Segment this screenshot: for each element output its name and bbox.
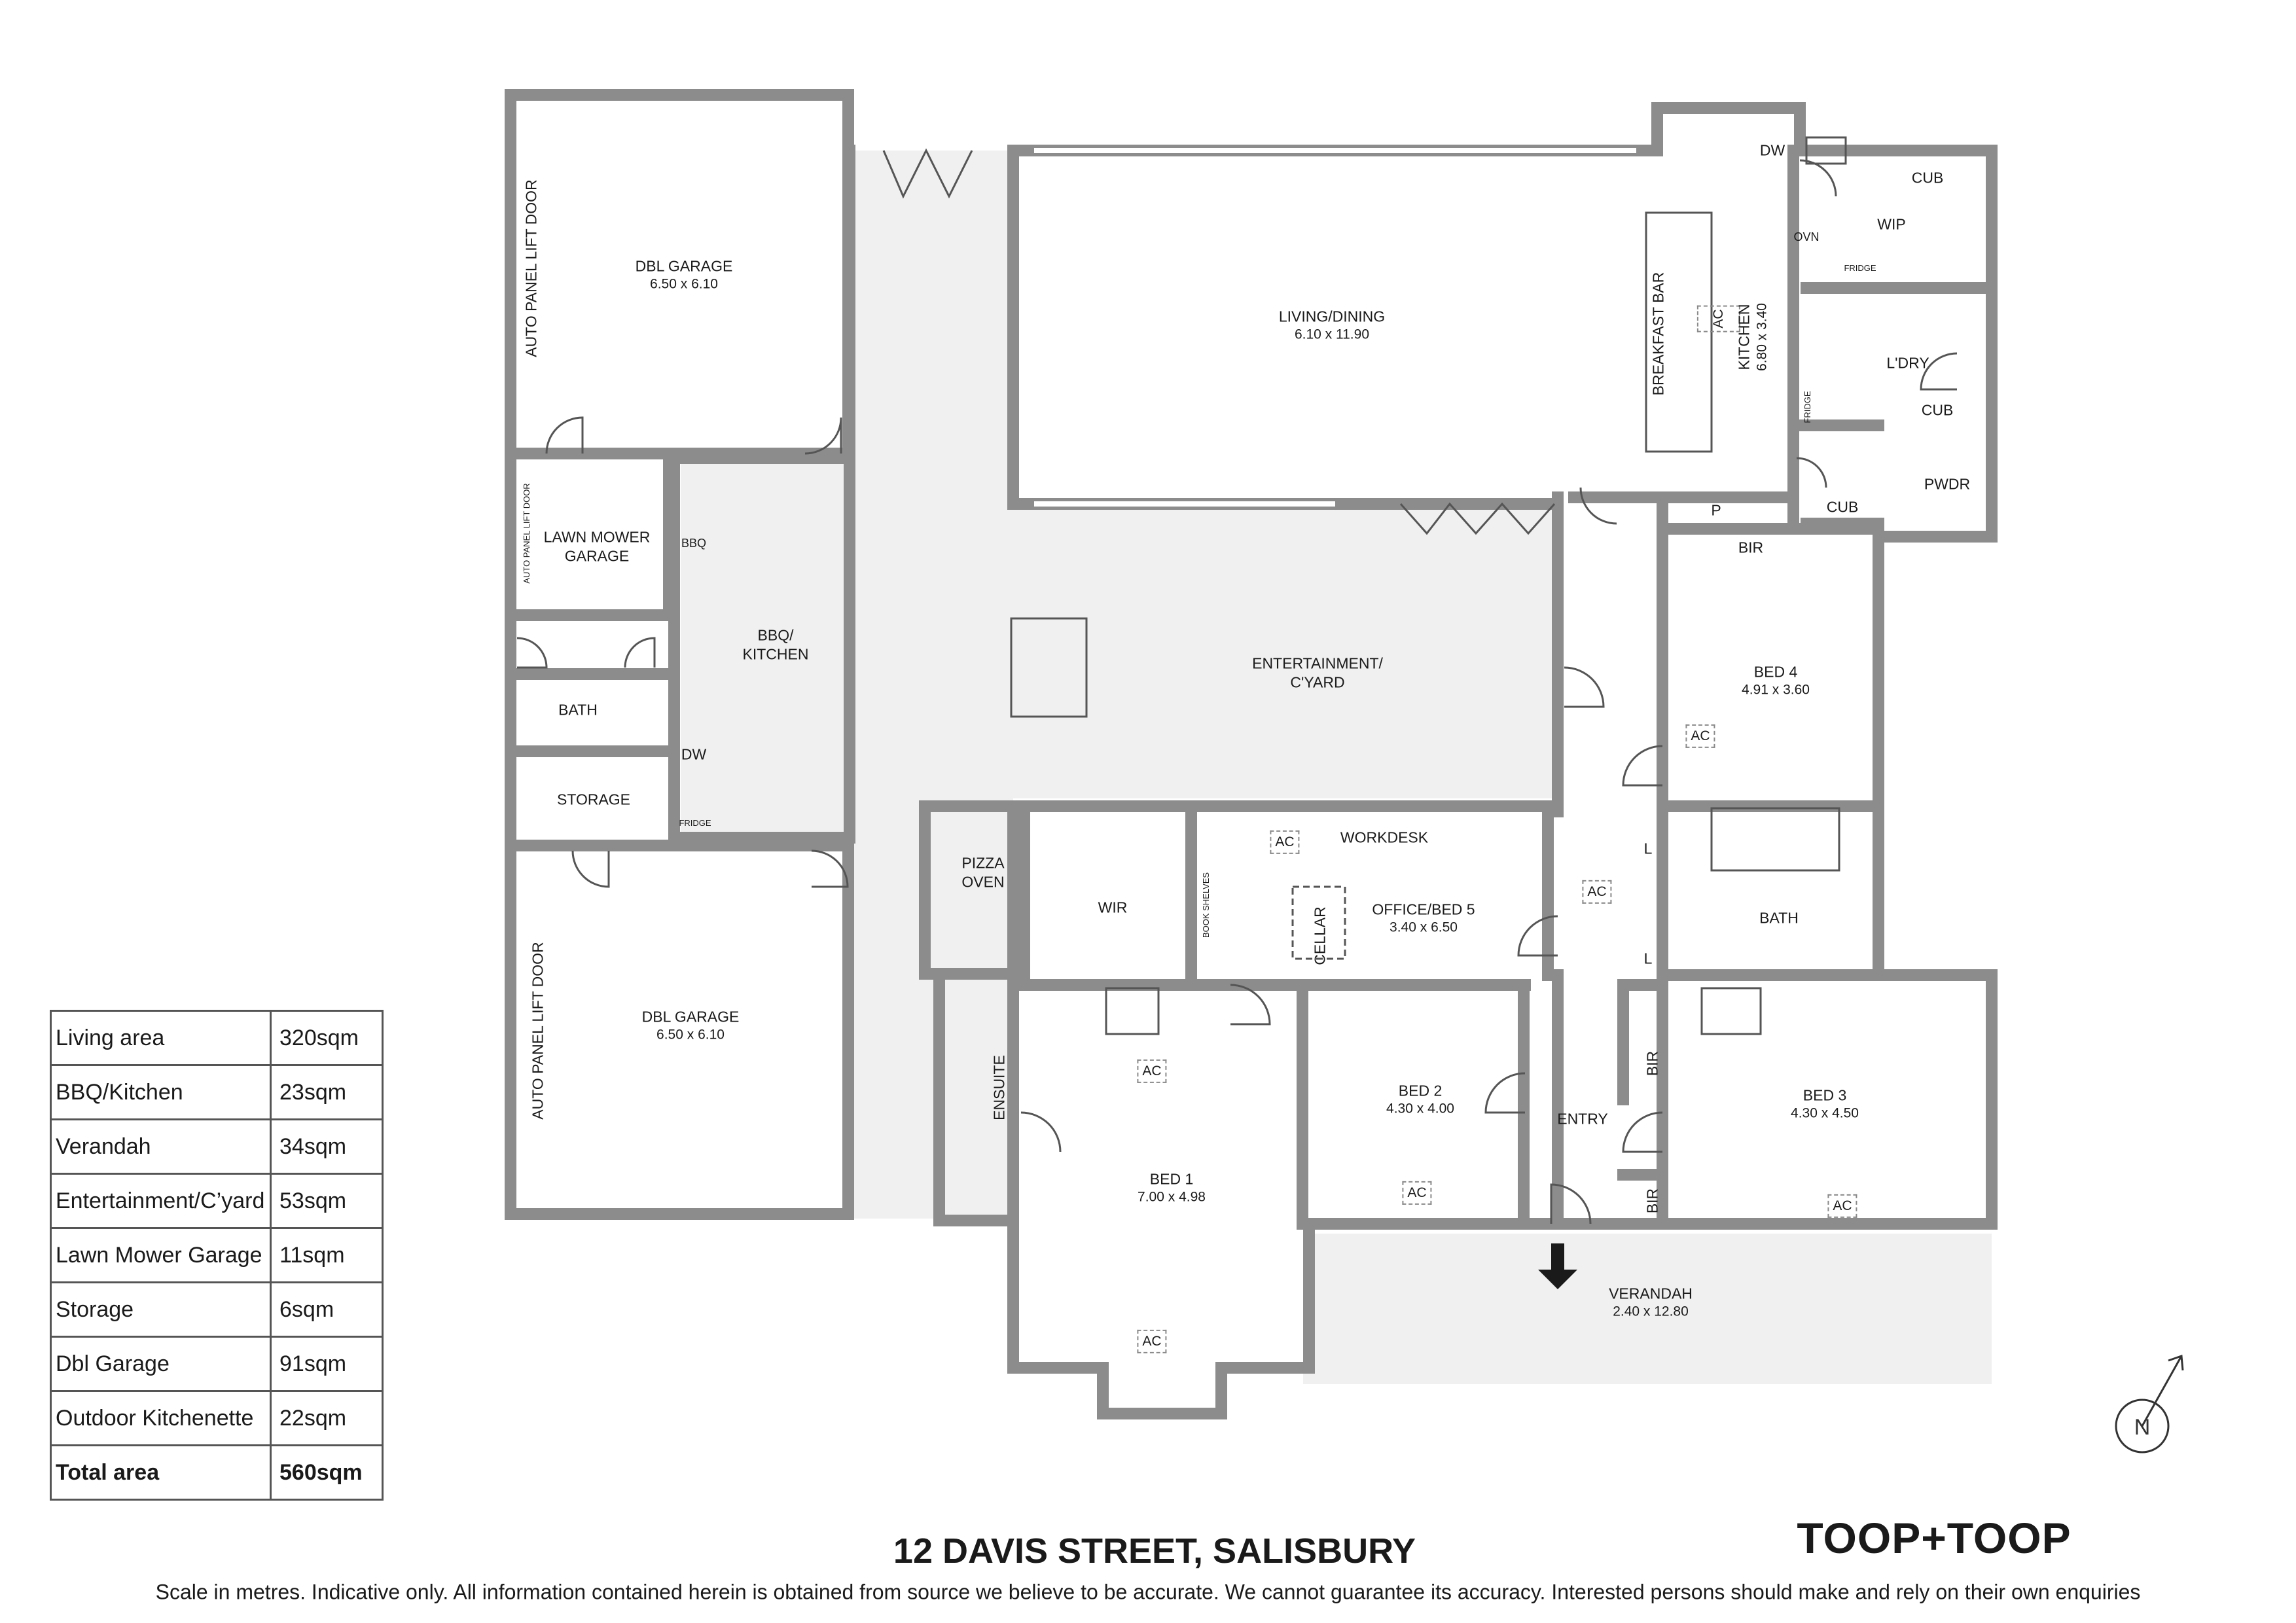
- area-label: Living area: [50, 1010, 272, 1066]
- fridge-kitchen-label: FRIDGE: [1802, 391, 1812, 423]
- fridge-left-label: FRIDGE: [679, 817, 711, 828]
- bbq-unit-label: BBQ: [681, 536, 707, 550]
- area-label: Dbl Garage: [50, 1336, 272, 1392]
- total-value: 560sqm: [270, 1444, 384, 1501]
- workdesk-label: WORKDESK: [1340, 829, 1429, 846]
- area-value: 320sqm: [270, 1010, 384, 1066]
- total-row: Total area 560sqm: [50, 1444, 384, 1501]
- ovn-label: OVN: [1793, 230, 1820, 243]
- wir-label: WIR: [1098, 899, 1128, 916]
- area-label: Verandah: [50, 1118, 272, 1175]
- area-label: Lawn Mower Garage: [50, 1227, 272, 1283]
- brand-logo: TOOP+TOOP: [1797, 1514, 2072, 1562]
- dw-left-label: DW: [681, 745, 707, 763]
- property-address: 12 DAVIS STREET, SALISBURY: [893, 1531, 1416, 1571]
- dw-kitchen-label: DW: [1759, 141, 1785, 159]
- bir-bed3-bottom-label: BIR: [1643, 1188, 1661, 1214]
- entry-arrow: [1538, 1243, 1577, 1289]
- auto-door-top-label: AUTO PANEL LIFT DOOR: [522, 179, 540, 357]
- fixtures: [1010, 136, 1847, 1035]
- ldry-label: L'DRY: [1886, 354, 1929, 372]
- area-value: 11sqm: [270, 1227, 384, 1283]
- bath-left-label: BATH: [558, 701, 598, 719]
- area-label: Entertainment/C’yard: [50, 1173, 272, 1229]
- cub-wip-label: CUB: [1911, 169, 1944, 187]
- ac-bed3-label: AC: [1827, 1194, 1857, 1219]
- l-bottom-label: L: [1643, 950, 1653, 967]
- ac-bed1-bottom-label: AC: [1137, 1329, 1167, 1354]
- cub-ldry-label: CUB: [1921, 401, 1954, 419]
- area-value: 23sqm: [270, 1064, 384, 1120]
- area-value: 53sqm: [270, 1173, 384, 1229]
- bath-main-label: BATH: [1759, 909, 1799, 927]
- ensuite-label: ENSUITE: [990, 1055, 1008, 1120]
- pantry-label: P: [1711, 501, 1721, 519]
- pizza-oven-label: PIZZA OVEN: [961, 854, 1005, 890]
- bir-bed3-top-label: BIR: [1643, 1050, 1661, 1077]
- area-value: 22sqm: [270, 1390, 384, 1446]
- north-compass-icon: N: [2115, 1354, 2184, 1454]
- lawn-mower-garage-label: LAWN MOWER GARAGE: [543, 528, 651, 564]
- l-top-label: L: [1643, 840, 1653, 857]
- ac-kitchen-label: AC: [1696, 305, 1741, 332]
- ac-bed4-label: AC: [1685, 724, 1715, 749]
- area-value: 91sqm: [270, 1336, 384, 1392]
- entry-label: ENTRY: [1557, 1110, 1608, 1128]
- fridge-wip-label: FRIDGE: [1844, 262, 1876, 273]
- entertainment-label: ENTERTAINMENT/ C'YARD: [1252, 654, 1383, 690]
- door-arcs: [516, 159, 1958, 1224]
- area-value: 6sqm: [270, 1281, 384, 1338]
- storage-label: STORAGE: [556, 791, 631, 808]
- breakfast-bar-label: BREAKFAST BAR: [1649, 272, 1667, 396]
- area-value: 34sqm: [270, 1118, 384, 1175]
- area-label: BBQ/Kitchen: [50, 1064, 272, 1120]
- wip-label: WIP: [1877, 215, 1906, 233]
- bbq-kitchen-label: BBQ/ KITCHEN: [742, 626, 809, 662]
- ac-hall-label: AC: [1582, 880, 1612, 904]
- windows: [505, 118, 1636, 1191]
- area-label: Storage: [50, 1281, 272, 1338]
- compass-letter: N: [2134, 1415, 2151, 1440]
- book-shelves-label: BOOK SHELVES: [1200, 872, 1211, 938]
- auto-door-lawn-label: AUTO PANEL LIFT DOOR: [521, 483, 531, 584]
- total-label: Total area: [50, 1444, 272, 1501]
- cub-hall-label: CUB: [1826, 498, 1859, 516]
- pwdr-label: PWDR: [1924, 475, 1971, 493]
- bifold-doors: [882, 148, 1556, 535]
- ac-bed1-top-label: AC: [1137, 1059, 1167, 1084]
- ac-bed2-label: AC: [1402, 1181, 1432, 1205]
- disclaimer: Scale in metres. Indicative only. All in…: [155, 1580, 2141, 1604]
- shaded-areas: [681, 151, 1992, 1384]
- bir-bed4-label: BIR: [1738, 539, 1764, 556]
- auto-door-bottom-label: AUTO PANEL LIFT DOOR: [529, 942, 547, 1120]
- cellar-label: CELLAR: [1311, 906, 1329, 965]
- ac-office-label: AC: [1270, 830, 1300, 855]
- area-label: Outdoor Kitchenette: [50, 1390, 272, 1446]
